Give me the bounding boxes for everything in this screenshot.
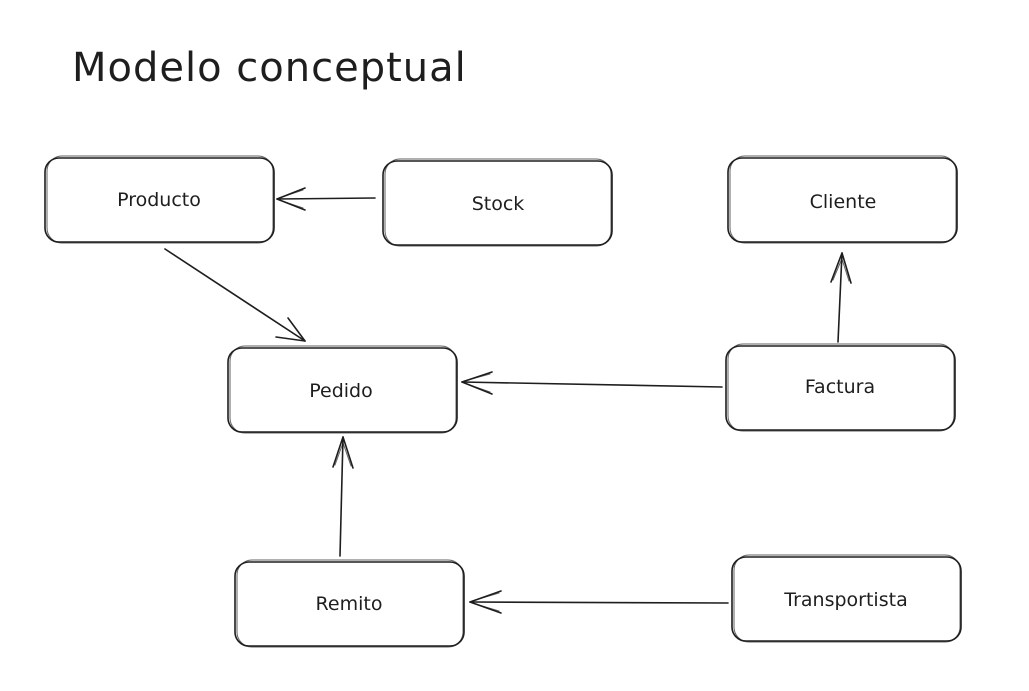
entity-stock[interactable] xyxy=(382,158,613,247)
entity-label-stock: Stock xyxy=(472,193,525,215)
entity-label-pedido: Pedido xyxy=(309,380,373,402)
entity-label-factura: Factura xyxy=(805,376,875,398)
arrow-remito-to-pedido[interactable] xyxy=(332,436,354,557)
arrow-factura-to-pedido[interactable] xyxy=(461,371,723,395)
arrow-stock-to-producto[interactable] xyxy=(276,187,376,211)
entity-transportista[interactable] xyxy=(731,554,962,643)
entity-label-cliente: Cliente xyxy=(810,191,877,213)
entity-remito[interactable] xyxy=(234,559,465,648)
entity-cliente[interactable] xyxy=(727,155,958,244)
entity-label-producto: Producto xyxy=(117,189,201,211)
entity-factura[interactable] xyxy=(725,343,956,432)
arrow-factura-to-cliente[interactable] xyxy=(830,252,852,343)
entity-label-transportista: Transportista xyxy=(783,589,907,611)
diagram-title: Modelo conceptual xyxy=(72,45,467,91)
arrow-transportista-to-remito[interactable] xyxy=(469,590,729,614)
arrow-producto-to-pedido[interactable] xyxy=(164,248,306,342)
entity-label-remito: Remito xyxy=(316,593,383,615)
entity-pedido[interactable] xyxy=(227,345,458,434)
entity-producto[interactable] xyxy=(44,155,275,244)
